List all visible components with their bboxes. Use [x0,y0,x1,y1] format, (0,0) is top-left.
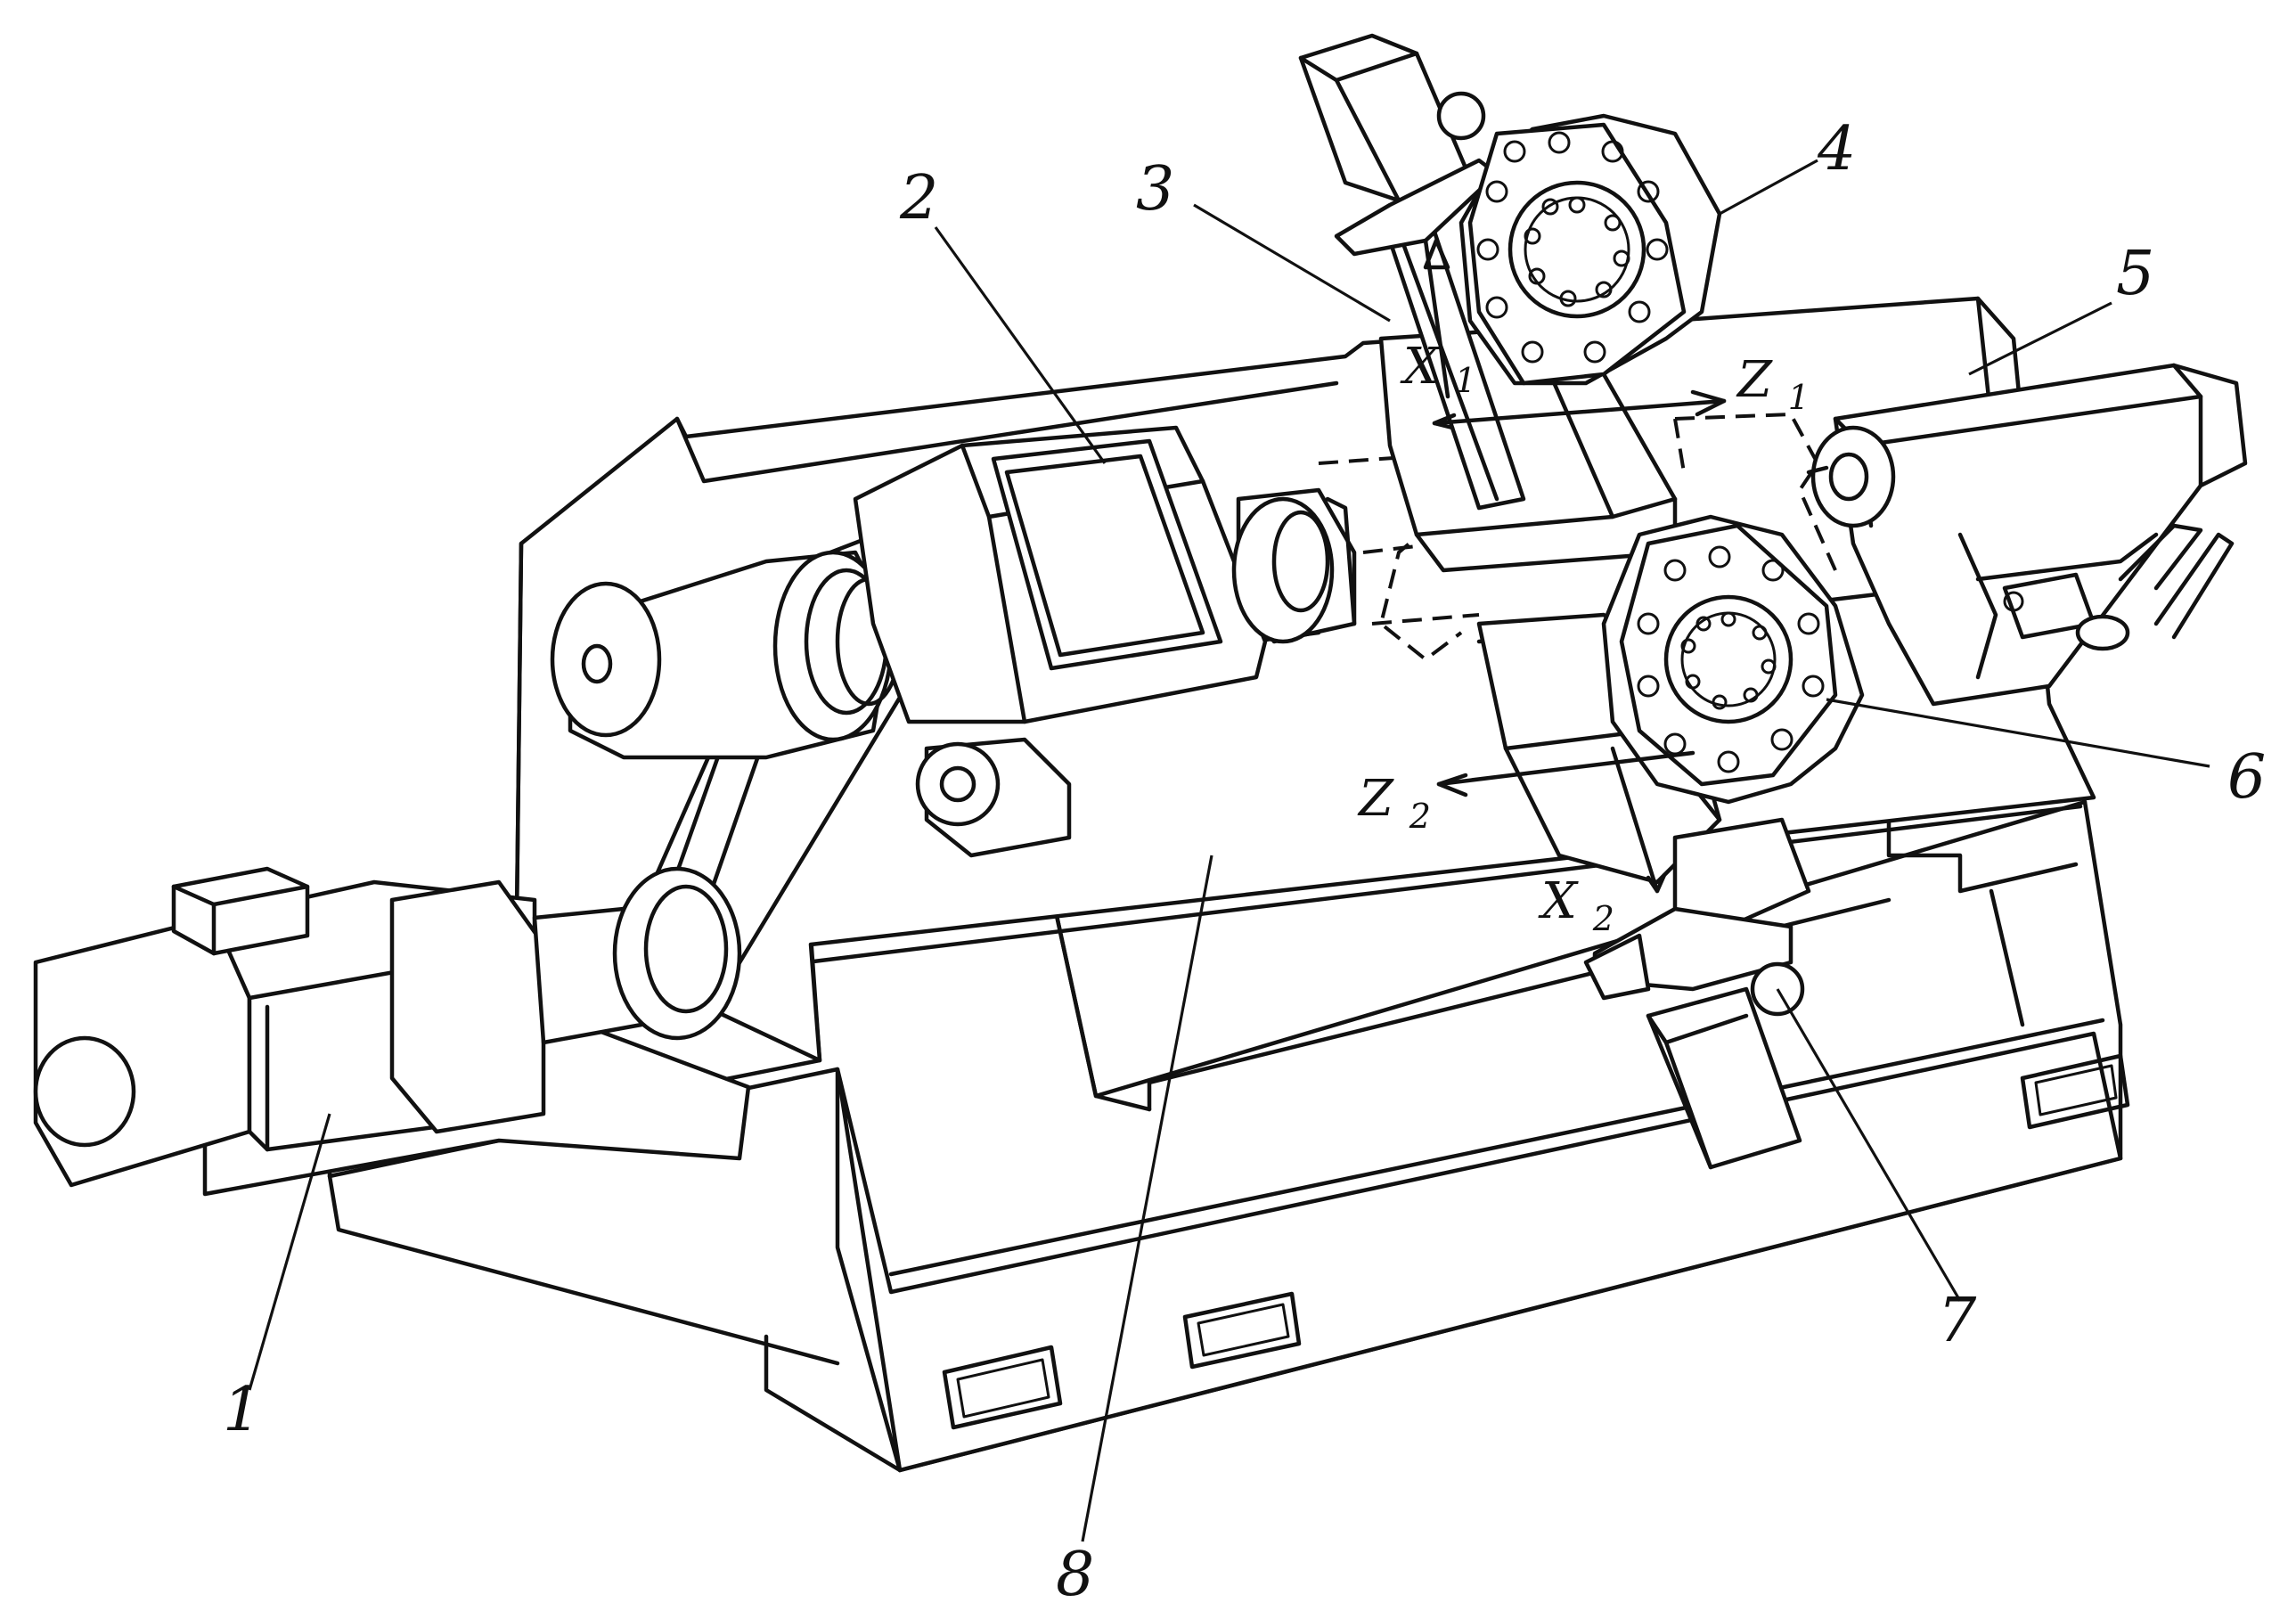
leader-5 [1968,301,2112,376]
tailstock [1806,363,2248,707]
label-4: 4 [1817,114,1856,184]
label-2: 2 [899,163,938,233]
leader-1 [248,1113,331,1391]
label-7: 7 [1938,1286,1977,1356]
lower-turret-assembly [1436,514,1865,1170]
axis-x2: X 2 [1538,872,1614,938]
axis-labels: X 1 Z 1 Z 2 X 2 [1357,338,1810,938]
axis-x2-main: X [1538,872,1579,930]
leader-7 [1776,988,1962,1302]
label-8: 8 [1056,1540,1094,1610]
leader-2 [934,226,1107,464]
leader-4 [1719,159,1818,216]
axis-z1-main: Z [1736,351,1773,409]
leader-8 [1081,855,1213,1542]
label-5: 5 [2116,239,2154,309]
label-1: 1 [223,1375,261,1445]
axis-x2-sub: 2 [1592,899,1614,938]
axis-z1: Z 1 [1736,351,1810,417]
axis-z2: Z 2 [1357,770,1431,836]
headstock [550,425,1357,760]
axis-z2-sub: 2 [1409,797,1431,836]
leader-lines [248,159,2210,1542]
upper-turret-assembly [1298,33,1727,573]
axis-x1-main: X [1400,338,1441,396]
axis-x1-sub: 1 [1455,361,1476,400]
label-3: 3 [1136,154,1174,225]
leader-3 [1193,203,1391,323]
axis-z2-main: Z [1357,770,1394,828]
part-labels: 1 2 3 4 5 6 7 8 [223,114,2266,1610]
leader-6 [1826,698,2210,768]
axis-z1-sub: 1 [1788,378,1810,417]
label-6: 6 [2227,742,2266,813]
axis-x1: X 1 [1400,338,1476,400]
